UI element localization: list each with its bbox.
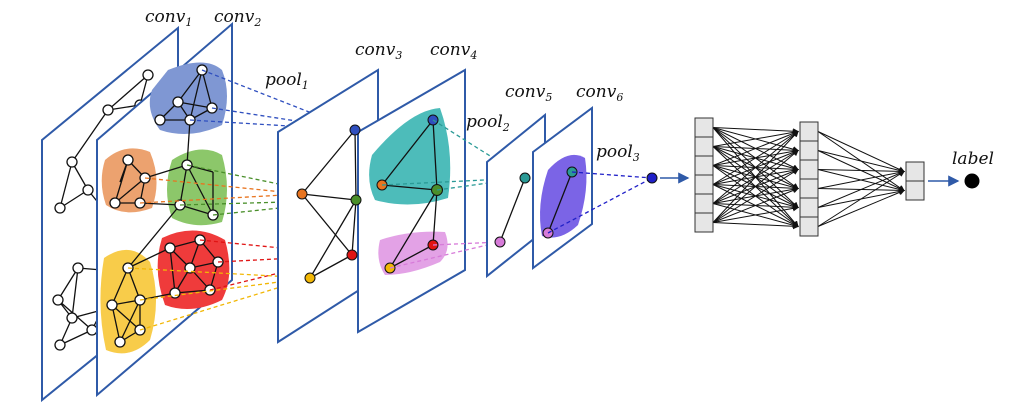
conv1-label: conv1: [145, 7, 192, 29]
pool1-label: pool1: [265, 70, 309, 92]
fc-unit: [799, 216, 819, 237]
fc-connection: [712, 130, 799, 223]
fc-connection: [712, 127, 799, 135]
fc-connection: [817, 170, 905, 227]
fc-connection: [712, 130, 799, 204]
fc-unit: [799, 159, 819, 180]
fc-unit: [799, 178, 819, 199]
pool2-node-teal: [519, 172, 531, 184]
fc-unit: [694, 117, 714, 138]
fc-connection: [712, 130, 799, 166]
fc-unit: [694, 212, 714, 233]
fc-unit: [694, 155, 714, 176]
conv3-label: conv3: [355, 40, 402, 62]
fc-unit: [799, 121, 819, 142]
fc-connection: [712, 130, 799, 185]
fc-unit: [799, 140, 819, 161]
fc-connection: [712, 129, 799, 147]
pool3-label: pool3: [596, 142, 640, 164]
cluster-teal: [369, 108, 451, 205]
fc-unit: [799, 197, 819, 218]
fc-unit: [905, 180, 925, 201]
fc-layer-1: [694, 117, 714, 233]
fc-connection: [817, 168, 905, 175]
pool3-links: [547, 171, 653, 234]
fc-unit: [694, 136, 714, 157]
label-output-node: [964, 173, 980, 189]
fc-layer-3: [905, 161, 925, 201]
fc-connection: [817, 170, 905, 208]
pool2-label: pool2: [466, 112, 510, 134]
conv5-label: conv5: [505, 82, 552, 104]
fc-connection: [712, 205, 799, 223]
fc-connection: [712, 149, 799, 223]
conv6-panel: [532, 106, 593, 270]
fc-connection: [817, 131, 905, 173]
fc-connection: [712, 187, 799, 223]
fc-connection: [817, 189, 905, 227]
conv4-label: conv4: [430, 40, 477, 62]
fc-connection: [712, 168, 799, 223]
conv6-label: conv6: [576, 82, 623, 104]
fully-connected-layers: [694, 117, 925, 237]
fc-layer-2: [799, 121, 819, 237]
pool3-node: [646, 172, 658, 184]
fc-connection: [817, 169, 905, 189]
fc-unit: [905, 161, 925, 182]
conv4-panel: [357, 68, 466, 334]
pool2-node-pink: [494, 236, 506, 248]
fc-unit: [694, 193, 714, 214]
cluster-orange: [101, 148, 157, 213]
conv2-label: conv2: [214, 7, 261, 29]
pool1-nodes: [296, 124, 362, 284]
output-label: label: [952, 149, 994, 169]
fc-connection: [712, 222, 799, 230]
fc-connection: [817, 150, 905, 174]
cluster-blue: [149, 62, 227, 134]
fc-unit: [694, 174, 714, 195]
